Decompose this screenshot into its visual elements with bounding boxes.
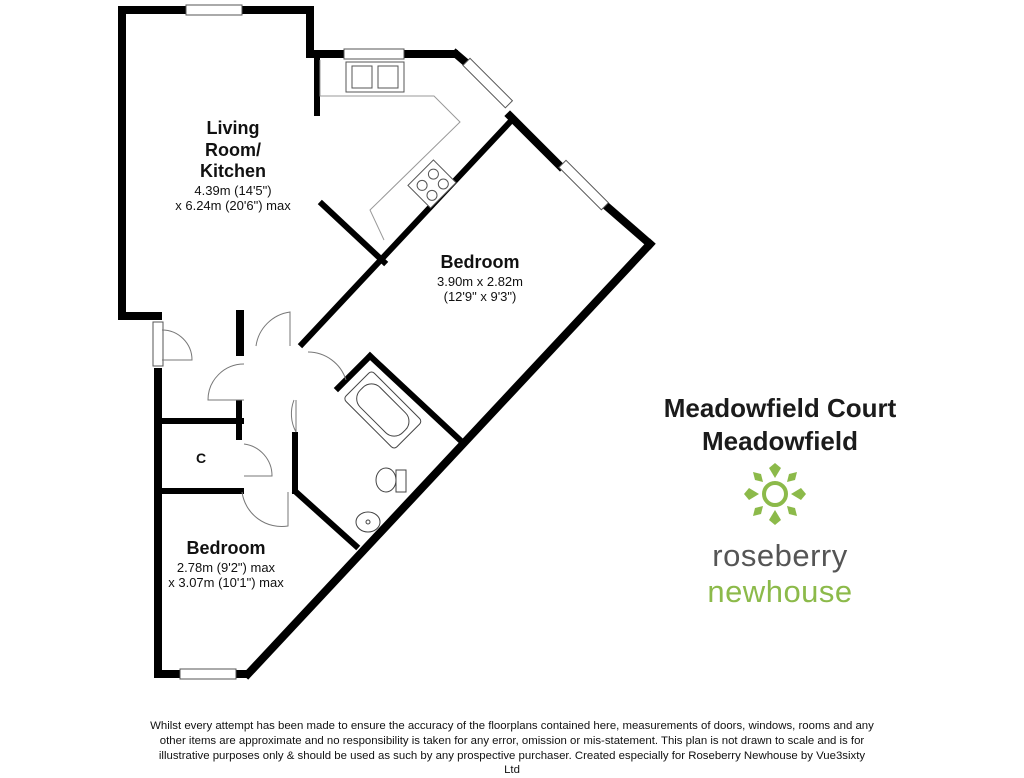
brand-word: roseberry xyxy=(712,538,848,573)
property-name: Meadowfield Court xyxy=(663,393,897,423)
disclaimer-line: other items are approximate and no respo… xyxy=(159,734,865,747)
living-room-label: Living Room/ Kitchen 4.39m (14'5") x 6.2… xyxy=(150,118,316,214)
window-icon xyxy=(462,57,514,109)
second-bedroom-label: Bedroom 2.78m (9'2") max x 3.07m (10'1")… xyxy=(156,538,296,591)
door-swing-icon xyxy=(161,329,193,361)
kitchen-counter xyxy=(319,60,461,241)
sink-icon xyxy=(345,61,405,93)
room-dimension: 3.90m x 2.82m xyxy=(437,273,523,289)
wall xyxy=(317,199,389,267)
disclaimer: Whilst every attempt has been made to en… xyxy=(150,719,874,778)
disclaimer-line: illustrative purposes only & should be u… xyxy=(158,749,866,777)
door-swing-icon xyxy=(290,399,297,433)
door-swing-icon xyxy=(307,351,347,381)
wall xyxy=(306,6,314,56)
toilet-icon xyxy=(375,467,407,493)
door-swing-icon xyxy=(255,311,291,347)
wall xyxy=(292,432,298,494)
room-dimension: 4.39m (14'5") xyxy=(194,182,272,198)
hob-icon xyxy=(407,159,457,209)
logo-icon xyxy=(744,463,806,525)
wall xyxy=(598,198,656,250)
room-name: Bedroom xyxy=(440,252,520,272)
room-name: Bedroom xyxy=(186,538,266,558)
window-icon xyxy=(179,668,237,680)
wall xyxy=(118,312,162,320)
disclaimer-line: Whilst every attempt has been made to en… xyxy=(150,720,874,732)
window-icon xyxy=(343,48,405,60)
bath-icon xyxy=(344,371,422,449)
wall xyxy=(236,310,244,356)
door-swing-icon xyxy=(207,363,245,401)
room-name: Living xyxy=(206,118,260,138)
wall xyxy=(154,368,162,678)
window-icon xyxy=(558,159,610,211)
basin-icon xyxy=(355,511,381,533)
wall xyxy=(162,418,244,424)
room-dimension: 2.78m (9'2") max xyxy=(176,559,276,575)
window-icon xyxy=(185,4,243,16)
wall xyxy=(333,351,375,393)
main-bedroom-label: Bedroom 3.90m x 2.82m (12'9" x 9'3") xyxy=(400,252,560,305)
wall xyxy=(236,400,242,440)
wall xyxy=(297,117,515,349)
door-swing-icon xyxy=(243,443,273,477)
room-dimension: (12'9" x 9'3") xyxy=(443,289,517,305)
closet-label: C xyxy=(196,450,207,466)
wall xyxy=(162,488,244,494)
wall xyxy=(118,6,126,320)
wall xyxy=(504,110,566,172)
wall xyxy=(291,487,361,551)
room-name: Kitchen xyxy=(199,161,266,182)
wall xyxy=(365,351,465,445)
room-dimension: x 6.24m (20'6") max xyxy=(175,198,291,214)
door-swing-icon xyxy=(241,491,289,527)
room-name: Room/ xyxy=(205,139,261,160)
wall xyxy=(242,238,656,680)
brand-word: newhouse xyxy=(707,574,853,609)
property-title: Meadowfield Court Meadowfield xyxy=(640,392,920,457)
property-location: Meadowfield xyxy=(701,425,858,456)
room-dimension: x 3.07m (10'1") max xyxy=(168,575,284,591)
window-icon xyxy=(152,321,164,367)
brand-name: roseberry newhouse xyxy=(640,538,920,610)
wall xyxy=(314,56,320,116)
